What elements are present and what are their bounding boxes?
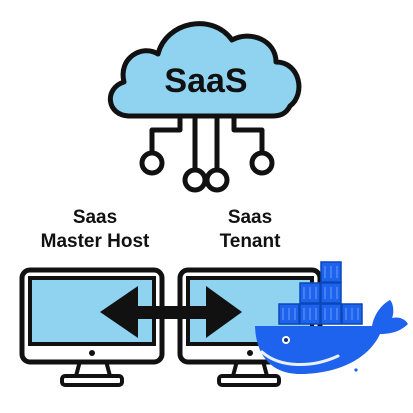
cloud-icon: SaaS <box>107 21 302 193</box>
cloud-connectors <box>149 113 265 173</box>
connector-node <box>204 167 230 193</box>
connector-nodes <box>139 150 275 193</box>
master-host-label-line2: Master Host <box>40 231 150 252</box>
connector-node <box>139 150 165 176</box>
tenant-label: Saas Tenant <box>180 206 320 254</box>
tenant-label-line2: Tenant <box>219 231 281 252</box>
master-host-label-line1: Saas <box>72 207 118 228</box>
docker-whale-icon <box>255 261 408 374</box>
whale-body <box>255 300 408 374</box>
connector-node <box>182 167 208 193</box>
master-host-monitor-icon <box>19 267 165 387</box>
double-arrow-icon <box>100 286 242 338</box>
cloud-label: SaaS <box>164 62 247 100</box>
tenant-label-line1: Saas <box>227 207 273 228</box>
connector-node <box>249 150 275 176</box>
master-host-label: Saas Master Host <box>10 206 180 254</box>
